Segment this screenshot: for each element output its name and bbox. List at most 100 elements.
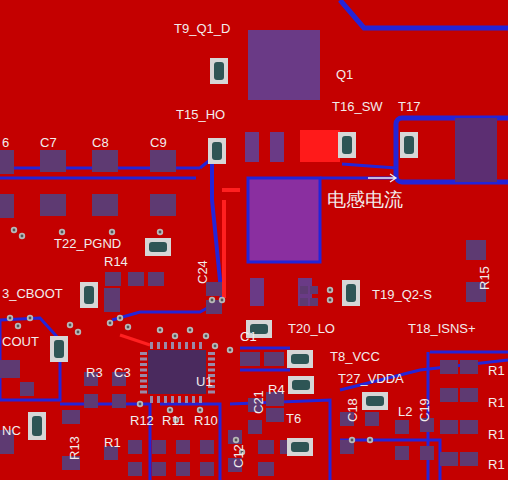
test-pad	[208, 138, 226, 164]
smd-pad	[258, 440, 274, 454]
via-ring	[157, 229, 163, 235]
via-ring	[67, 322, 73, 328]
via	[157, 327, 163, 333]
ic-pin	[178, 342, 181, 349]
test-hole	[346, 284, 356, 302]
part-name: C12	[232, 444, 245, 468]
smd-pad	[128, 272, 144, 286]
via	[167, 407, 173, 413]
test-point-name: T19_Q2-S	[372, 288, 432, 301]
smd-pad	[460, 452, 478, 466]
ic-pin	[178, 396, 181, 403]
via-hole	[221, 299, 224, 302]
via-ring	[203, 333, 209, 339]
via-ring	[75, 329, 81, 335]
test-point-name: T17	[398, 100, 420, 113]
via-hole	[214, 345, 217, 348]
smd-pad	[440, 360, 458, 374]
board-trace	[428, 352, 508, 480]
via-hole	[351, 439, 354, 442]
part-name: C18	[346, 398, 359, 422]
via-hole	[369, 439, 372, 442]
mosfet-pad	[248, 30, 320, 100]
smd-pad	[466, 240, 486, 260]
smd-pad	[440, 420, 458, 434]
test-point-name: NC	[2, 424, 21, 437]
test-hole	[32, 416, 42, 436]
ic-pin	[199, 342, 202, 349]
via-ring	[187, 327, 193, 333]
part-name: R1	[104, 436, 121, 449]
via-hole	[229, 349, 232, 352]
test-point	[50, 336, 68, 362]
test-pad	[50, 336, 68, 362]
test-point	[400, 132, 418, 158]
smd-pad	[104, 288, 120, 312]
current-arrow	[368, 174, 396, 182]
test-point	[362, 392, 388, 410]
test-point-name: T20_LO	[288, 322, 335, 335]
via	[172, 333, 178, 339]
test-pad	[80, 282, 98, 308]
smd-pad	[240, 352, 260, 366]
smd-pad	[40, 150, 66, 172]
test-pad	[288, 376, 314, 394]
ic-pin	[171, 342, 174, 349]
smd-pad	[395, 420, 409, 434]
test-point	[288, 376, 314, 394]
smd-pad	[266, 408, 284, 422]
via-ring	[107, 320, 113, 326]
via-ring	[11, 227, 17, 233]
test-point-name: T8_VCC	[330, 350, 380, 363]
via-ring	[157, 327, 163, 333]
via	[157, 229, 163, 235]
ic-pin	[192, 342, 195, 349]
via	[233, 437, 239, 443]
via	[15, 323, 21, 329]
via	[19, 233, 25, 239]
test-hole	[342, 136, 352, 154]
via-hole	[69, 324, 72, 327]
via-hole	[169, 409, 172, 412]
via-hole	[235, 439, 238, 442]
via-ring	[19, 233, 25, 239]
test-point	[28, 412, 46, 440]
via	[227, 347, 233, 353]
via-ring	[15, 323, 21, 329]
test-point-name: T6	[286, 412, 301, 425]
via-ring	[219, 297, 225, 303]
test-hole	[366, 396, 384, 406]
via	[67, 322, 73, 328]
smd-pad	[62, 410, 80, 424]
test-pad	[338, 132, 356, 158]
part-name: C9	[150, 136, 167, 149]
via-hole	[109, 322, 112, 325]
smd-pad	[460, 420, 478, 434]
smd-pad	[176, 462, 190, 476]
via-ring	[137, 401, 143, 407]
via	[109, 229, 115, 235]
via-hole	[111, 231, 114, 234]
smd-pad	[92, 150, 118, 172]
via-hole	[174, 335, 177, 338]
via-ring	[233, 437, 239, 443]
ic-pin	[140, 374, 147, 377]
part-name: R1	[488, 364, 505, 377]
smd-pad	[460, 388, 478, 402]
test-point-name: T9_Q1_D	[174, 22, 230, 35]
ic-pin	[164, 396, 167, 403]
smd-pad	[150, 194, 176, 216]
smd-pad	[300, 298, 308, 306]
test-hole	[291, 354, 309, 364]
via-ring	[327, 297, 333, 303]
ic-pin	[208, 391, 215, 394]
via-hole	[159, 329, 162, 332]
part-name: R11	[162, 414, 185, 427]
test-point	[145, 238, 171, 256]
part-name: C3	[114, 366, 131, 379]
smd-pad	[148, 272, 164, 286]
ic-pin	[140, 363, 147, 366]
smd-pad	[0, 150, 14, 174]
mosfet-pad	[248, 178, 320, 262]
